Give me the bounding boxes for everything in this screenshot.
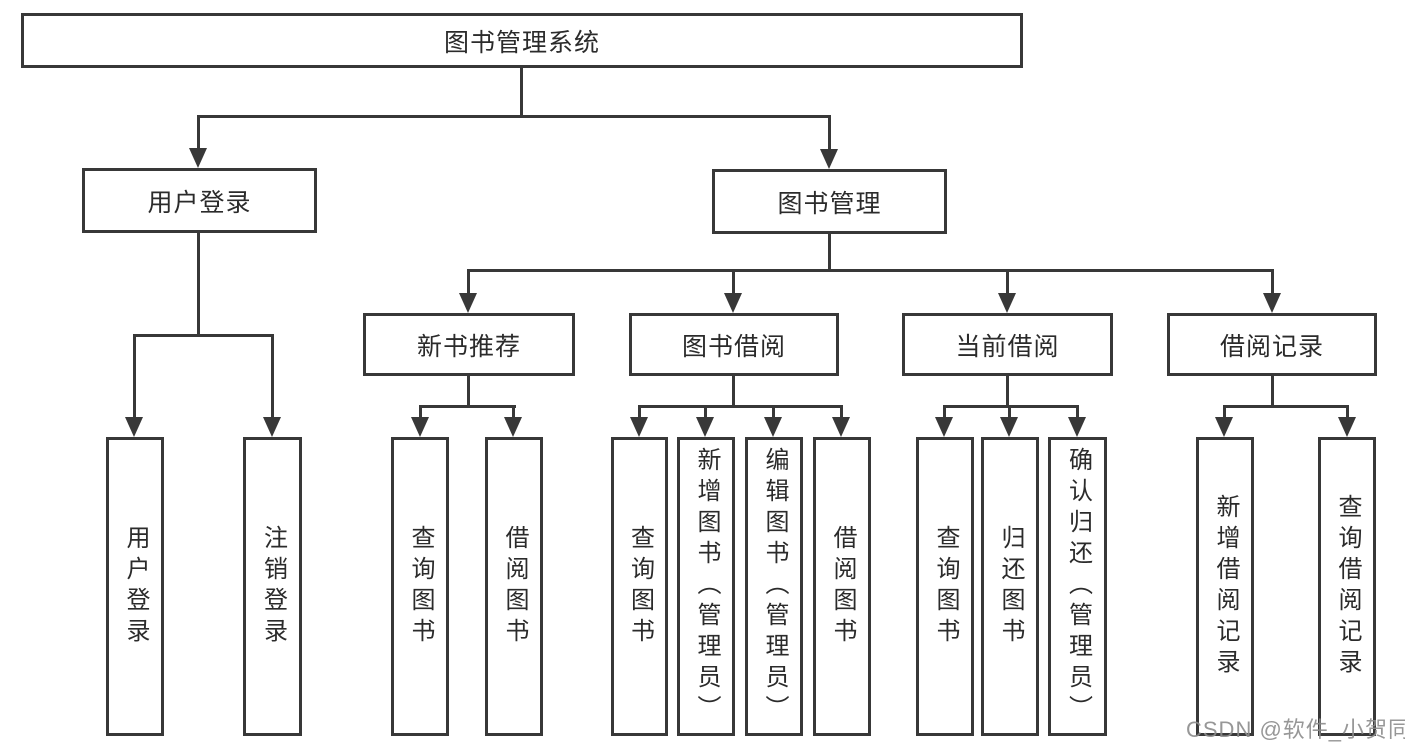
arrow-down-icon [1263,293,1281,313]
connector-book-mgmt-bus [467,269,1274,272]
leaf-return-books: 归还图书 [981,437,1039,736]
node-new-books-label: 新书推荐 [416,332,521,361]
arrow-down-icon [1338,417,1356,437]
arrow-down-icon [125,417,143,437]
arrow-down-icon [630,417,648,437]
connector-new-books-stem [467,376,470,408]
connector-leaf [772,405,775,419]
arrow-down-icon [504,417,522,437]
leaf-add-borrow-record-label: 新增借阅记录 [1212,493,1239,680]
leaf-edit-books-admin-label: 编辑图书（管理员） [761,447,788,726]
connector-to-new-books [467,269,470,297]
leaf-add-books-admin: 新增图书（管理员） [677,437,735,736]
node-user-login-label: 用户登录 [147,188,252,217]
connector-to-user-login [197,115,200,151]
arrow-down-icon [696,417,714,437]
arrow-down-icon [998,293,1016,313]
node-book-mgmt: 图书管理 [712,169,947,234]
node-borrow-records: 借阅记录 [1167,313,1377,376]
arrow-down-icon [764,417,782,437]
connector-new-books-bus [419,405,516,408]
node-root: 图书管理系统 [21,13,1023,68]
connector-leaf [1008,405,1011,419]
leaf-query-books-3-label: 查询图书 [932,524,959,649]
connector-leaf [512,405,515,419]
leaf-borrow-books-1-label: 借阅图书 [501,524,528,649]
arrow-down-icon [189,148,207,168]
arrow-down-icon [1068,417,1086,437]
connector-to-book-borrow [732,269,735,297]
leaf-confirm-return-admin: 确认归还（管理员） [1048,437,1107,736]
node-borrow-records-label: 借阅记录 [1219,332,1324,361]
connector-borrow-records-bus [1223,405,1349,408]
connector-to-login-leaf [133,334,136,419]
leaf-return-books-label: 归还图书 [997,524,1024,649]
node-root-label: 图书管理系统 [443,28,600,57]
connector-leaf [1223,405,1226,419]
arrow-down-icon [411,417,429,437]
leaf-user-login-label: 用户登录 [122,524,149,649]
connector-leaf [704,405,707,419]
leaf-edit-books-admin: 编辑图书（管理员） [745,437,803,736]
node-new-books: 新书推荐 [363,313,575,376]
connector-book-borrow-bus [638,405,843,408]
node-book-borrow: 图书借阅 [629,313,839,376]
connector-to-logout-leaf [271,334,274,419]
leaf-query-books-1: 查询图书 [391,437,449,736]
node-current-borrow-label: 当前借阅 [955,332,1060,361]
connector-to-book-mgmt [828,115,831,151]
arrow-down-icon [724,293,742,313]
arrow-down-icon [832,417,850,437]
connector-root-bus [197,115,831,118]
leaf-logout-label: 注销登录 [259,524,287,649]
connector-leaf [419,405,422,419]
leaf-query-books-3: 查询图书 [916,437,974,736]
connector-current-borrow-bus [943,405,1079,408]
connector-leaf [840,405,843,419]
leaf-borrow-books-2: 借阅图书 [813,437,871,736]
connector-leaf [638,405,641,419]
arrow-down-icon [820,149,838,169]
leaf-confirm-return-admin-label: 确认归还（管理员） [1064,447,1092,726]
leaf-add-borrow-record: 新增借阅记录 [1196,437,1254,736]
arrow-down-icon [459,293,477,313]
connector-to-current-borrow [1006,269,1009,297]
connector-leaf [943,405,946,419]
connector-book-borrow-stem [732,376,735,408]
arrow-down-icon [935,417,953,437]
csdn-watermark: CSDN @软件_小贺同学 [1186,717,1405,742]
connector-leaf [1076,405,1079,419]
leaf-query-books-1-label: 查询图书 [407,524,434,649]
connector-to-borrow-records [1271,269,1274,297]
leaf-borrow-books-1: 借阅图书 [485,437,543,736]
connector-leaf [1346,405,1349,419]
connector-user-login-stem [197,233,200,337]
connector-user-login-bus [133,334,274,337]
arrow-down-icon [263,417,281,437]
leaf-query-books-2: 查询图书 [611,437,668,736]
leaf-add-books-admin-label: 新增图书（管理员） [693,447,720,726]
leaf-query-books-2-label: 查询图书 [626,524,654,649]
node-book-borrow-label: 图书借阅 [681,332,786,361]
connector-root-stem [520,68,523,118]
connector-book-mgmt-stem [828,234,831,272]
arrow-down-icon [1000,417,1018,437]
arrow-down-icon [1215,417,1233,437]
leaf-user-login: 用户登录 [106,437,164,736]
node-book-mgmt-label: 图书管理 [777,189,882,218]
node-user-login: 用户登录 [82,168,317,233]
connector-borrow-records-stem [1271,376,1274,408]
node-current-borrow: 当前借阅 [902,313,1113,376]
leaf-query-borrow-record: 查询借阅记录 [1318,437,1376,736]
leaf-logout: 注销登录 [243,437,302,736]
leaf-borrow-books-2-label: 借阅图书 [829,524,856,649]
connector-current-borrow-stem [1006,376,1009,408]
leaf-query-borrow-record-label: 查询借阅记录 [1334,493,1361,680]
